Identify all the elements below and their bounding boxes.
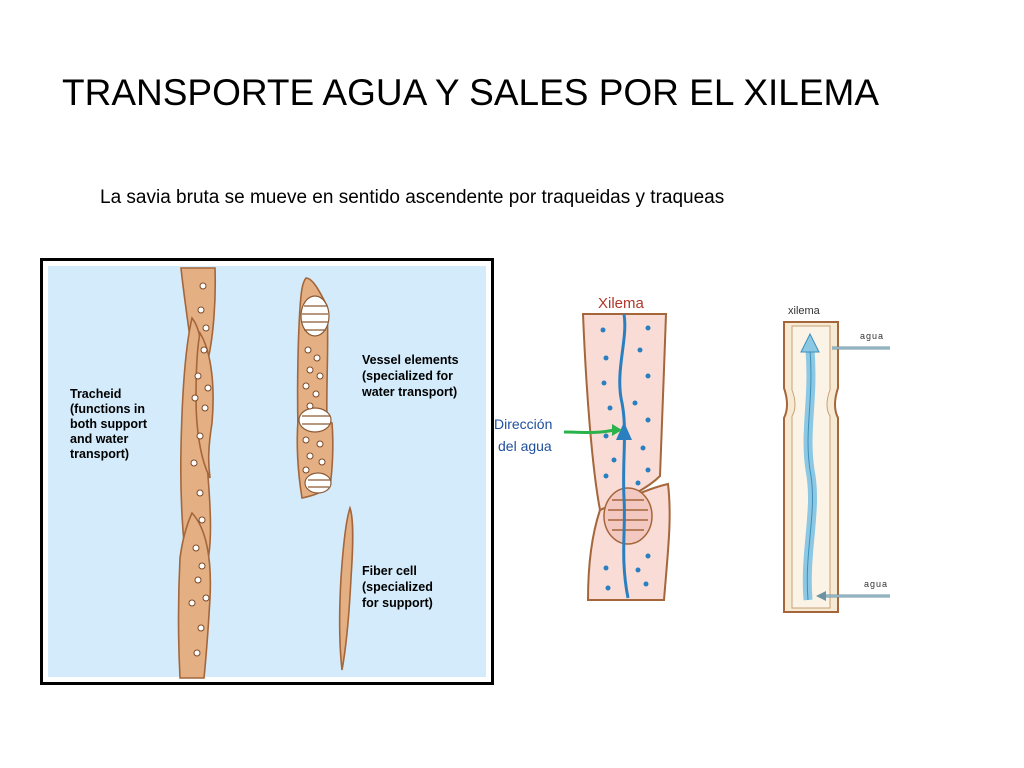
- tracheid-pits: [188, 282, 212, 657]
- water-flow-arrowhead: [616, 422, 632, 440]
- xylem-water-direction-figure: Xilema Dirección del agua: [494, 295, 671, 601]
- perforation-plate: [603, 487, 653, 545]
- xylem-tube-figure: xilema agua agua: [783, 305, 890, 613]
- tracheid-cells: [177, 267, 217, 679]
- direction-arrow: [563, 428, 615, 434]
- xylem-tube-title: xilema: [788, 305, 821, 317]
- slide-title: TRANSPORTE AGUA Y SALES POR EL XILEMA: [62, 72, 880, 113]
- tracheid-cell-bottom: [177, 511, 212, 679]
- water-inlet-top-label: agua: [860, 331, 884, 341]
- slide-subtitle: La savia bruta se mueve en sentido ascen…: [100, 187, 725, 208]
- fiber-cell: [338, 505, 354, 671]
- water-direction-label: Dirección del agua: [494, 416, 556, 454]
- tracheid-label: Tracheid (functions in both support and …: [70, 387, 151, 461]
- vessel-elements-label: Vessel elements (specialized for water t…: [361, 353, 462, 399]
- water-flow-line: [618, 313, 630, 599]
- xylem-cell-types-figure: Tracheid (functions in both support and …: [40, 258, 494, 685]
- fiber-cell-label: Fiber cell (specialized for support): [362, 564, 436, 610]
- vessel-perforation-plates: [298, 295, 332, 494]
- direction-arrowhead: [612, 424, 622, 436]
- figure-background: [48, 266, 486, 677]
- water-molecules: [600, 325, 651, 591]
- xylem-figure-title: Xilema: [598, 295, 645, 312]
- upward-water-arrowhead: [800, 332, 820, 353]
- vessel-pits: [302, 346, 326, 474]
- water-inlet-bottom-label: agua: [864, 579, 888, 589]
- water-inlet-bottom: [816, 591, 890, 601]
